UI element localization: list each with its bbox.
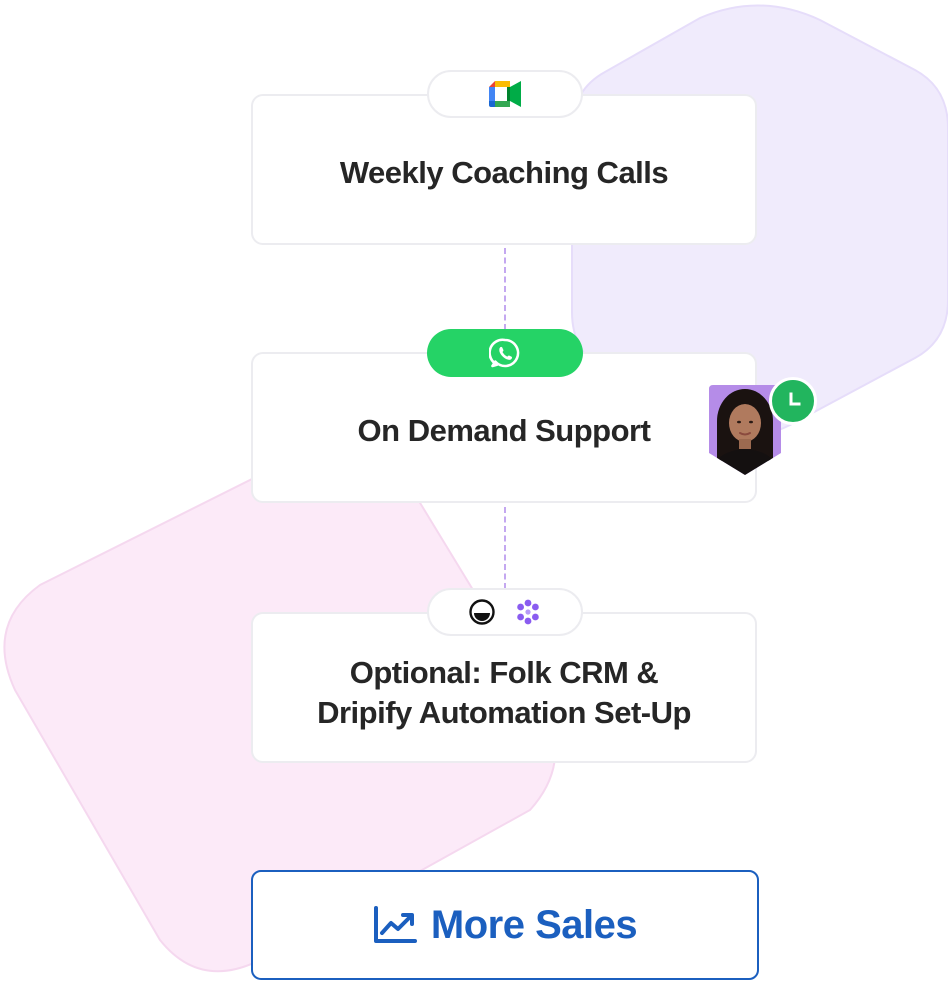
folk-crm-icon bbox=[468, 598, 496, 626]
step-badge-2 bbox=[427, 329, 583, 377]
step-title-line-2: Dripify Automation Set-Up bbox=[317, 694, 691, 730]
more-sales-label: More Sales bbox=[430, 902, 638, 947]
whatsapp-icon bbox=[489, 337, 521, 369]
trending-up-icon bbox=[373, 906, 417, 944]
support-agent-avatar bbox=[706, 385, 784, 475]
step-title: Weekly Coaching Calls bbox=[339, 154, 669, 190]
connector-line-2 bbox=[504, 507, 506, 589]
dripify-icon bbox=[514, 598, 542, 626]
step-title: On Demand Support bbox=[357, 412, 651, 448]
step-card-weekly-coaching: Weekly Coaching Calls bbox=[251, 94, 757, 245]
step-badge-1 bbox=[427, 70, 583, 118]
step-title-line-1: Optional: Folk CRM & bbox=[349, 654, 659, 690]
clock-icon bbox=[783, 391, 803, 411]
more-sales-button[interactable]: More Sales bbox=[251, 870, 759, 980]
step-card-crm-automation: Optional: Folk CRM & Dripify Automation … bbox=[251, 612, 757, 763]
google-meet-icon bbox=[489, 81, 521, 107]
clock-badge bbox=[769, 377, 817, 425]
step-badge-3 bbox=[427, 588, 583, 636]
connector-line-1 bbox=[504, 248, 506, 330]
